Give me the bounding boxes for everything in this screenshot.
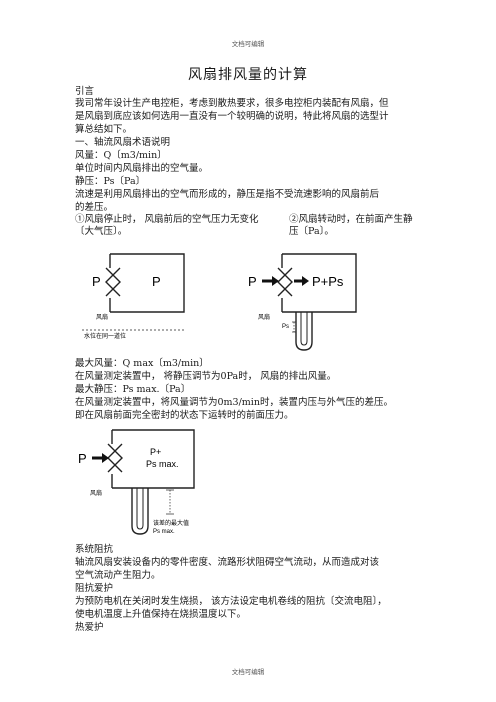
intro-line-2: 是风扇到底应该如何选用一直没有一个较明确的说明，特此将风扇的选型计 — [75, 111, 389, 122]
resistance-desc-2: 空气流动产生阻力。 — [75, 570, 161, 581]
d3-pressure-right-2: Ps max. — [146, 459, 179, 469]
header-watermark: 文档可编辑 — [231, 40, 265, 48]
max-static-desc-1: 在风量测定装置中，将风量调节为0m3/min时，装置内压与外气压的差压。 — [75, 397, 393, 408]
airflow-arrow-icon — [302, 276, 309, 286]
d1-water-label: 水位在同一道位 — [84, 332, 126, 340]
diagram-fan-running: P P+Ps 风扇 Ps — [248, 253, 357, 351]
col-left-2: 〔大气压〕。 — [75, 226, 128, 237]
diagram-max-static-pressure: P P+ Ps max. 风扇 该差的最大值 Ps max. — [78, 429, 195, 535]
max-static-term: 最大静压：Ps max.〔Pa〕 — [75, 384, 191, 395]
section-heading-1: 一、轴流风扇术语说明 — [75, 137, 171, 148]
d1-fan-label: 风扇 — [96, 313, 108, 321]
d2-pressure-right: P+Ps — [312, 274, 344, 289]
airflow-desc: 单位时间内风扇排出的空气量。 — [75, 163, 209, 174]
airflow-arrow-icon — [102, 453, 109, 463]
d2-ps-label: Ps — [282, 324, 289, 330]
fan-blade-icon — [105, 267, 121, 297]
static-desc-2: 的差压。 — [75, 202, 114, 213]
page-title: 风扇排风量的计算 — [188, 67, 308, 83]
impedance-protect-term: 阻抗爱护 — [75, 583, 114, 594]
max-airflow-term: 最大风量：Q max〔m3/min〕 — [75, 358, 209, 369]
d3-pressure-right-1: P+ — [150, 447, 161, 457]
fan-blade-icon — [107, 443, 123, 473]
max-static-desc-2: 即在风扇前面完全密封的状态下运转时的前面压力。 — [75, 410, 294, 421]
fan-blade-icon — [277, 267, 293, 297]
static-term: 静压：Ps〔Pa〕 — [75, 176, 146, 187]
d3-max-label-2: Ps max. — [153, 529, 175, 535]
col-right-2: 压〔Pa〕。 — [289, 226, 334, 237]
impedance-protect-desc-1: 为预防电机在关闭时发生烧损， 该方法设定电机卷线的阻抗〔交流电阻〕， — [75, 596, 387, 607]
impedance-protect-desc-2: 使电机温度上升值保持在烧损温度以下。 — [75, 609, 247, 620]
d3-fan-label: 风扇 — [90, 489, 102, 497]
diagram-fan-stopped: P P 风扇 水位在同一道位 — [82, 253, 186, 340]
intro-line-3: 算总结如下。 — [75, 124, 133, 135]
d3-max-label-1: 该差的最大值 — [153, 519, 189, 527]
d2-pressure-left: P — [248, 274, 257, 289]
u-tube-manometer — [131, 488, 149, 535]
d3-pressure-left: P — [78, 451, 87, 466]
intro-line-1: 我司常年设计生产电控柜，考虑到散热要求，很多电控柜内装配有风扇，但 — [75, 98, 389, 109]
airflow-arrow-icon — [272, 276, 279, 286]
d1-pressure-right: P — [152, 274, 161, 289]
col-left-1: ①风扇停止时， 风扇前后的空气压力无变化 — [75, 214, 259, 225]
u-tube-manometer — [295, 312, 313, 351]
thermal-protect-term: 热爱护 — [75, 622, 104, 633]
d2-fan-label: 风扇 — [258, 313, 270, 321]
resistance-desc-1: 轴流风扇安装设备内的零件密度、流路形状阻碍空气流动，从而造成对该 — [75, 557, 380, 568]
d1-pressure-left: P — [92, 274, 101, 289]
intro-heading: 引言 — [75, 86, 95, 97]
max-airflow-desc: 在风量测定装置中， 将静压调节为0Pa时， 风扇的排出风量。 — [75, 371, 337, 382]
footer-watermark: 文档可编辑 — [231, 668, 265, 676]
resistance-term: 系统阻抗 — [75, 544, 114, 555]
airflow-term: 风量：Q〔m3/min〕 — [75, 150, 167, 161]
col-right-1: ②风扇转动时，在前面产生静 — [289, 214, 413, 225]
static-desc-1: 流速是利用风扇排出的空气而形成的，静压是指不受流速影响的风扇前后 — [75, 189, 380, 200]
